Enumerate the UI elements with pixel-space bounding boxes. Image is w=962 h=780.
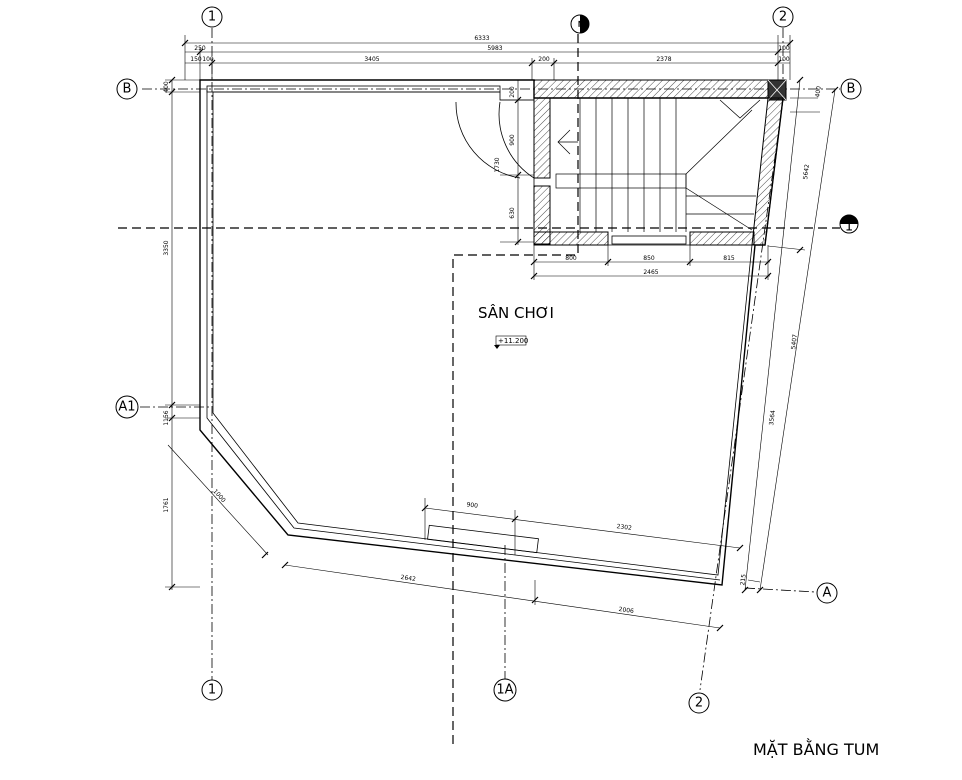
dim-left-1761: 1761 [163,497,170,512]
dim-top-r2: 100 [778,56,790,63]
dim-bottom-900: 900 [466,501,478,509]
section-marker-1: 1 [839,214,859,235]
grid-bubble-1-top: 1 [201,6,223,28]
dim-stair-815: 815 [723,255,735,262]
stair-wall-right [751,97,784,246]
dim-top-150: 150 [190,56,202,63]
dim-door-200: 200 [509,86,516,98]
dimension-ticks [168,39,839,632]
drawing-title: MẶT BẰNG TUM [753,738,879,759]
column-cross-2 [767,79,787,101]
dim-right-215: 215 [739,574,747,586]
room-name: SÂN CHƠI [478,303,554,322]
grid-lines [140,28,840,691]
level-marker: +11.200 [494,335,528,349]
dim-right-5642: 5642 [802,164,811,180]
dim-right-400: 400 [814,86,822,98]
svg-text:1: 1 [208,10,216,25]
dim-door-630: 630 [509,207,516,219]
stair-wall-top [533,79,785,99]
svg-text:2: 2 [779,10,787,25]
svg-text:B: B [123,82,132,97]
dim-left-1156: 1156 [163,410,170,425]
dim-door-900: 900 [509,134,516,146]
parapet-top [206,85,501,93]
dim-top-sub: 5983 [487,45,502,52]
dim-left-3350: 3350 [163,240,170,255]
dim-right-5407: 5407 [790,334,799,350]
dim-left-400: 400 [163,81,170,93]
dim-top-250: 250 [194,45,206,52]
svg-text:2: 2 [575,20,590,28]
stair-wall-bottom-right [689,231,755,246]
dim-bottom-2302: 2302 [616,523,632,532]
building-outline [199,79,784,586]
grid-bubble-2-top: 2 [772,6,794,28]
grid-bubble-b-left: B [116,78,138,100]
svg-text:1A: 1A [496,683,513,698]
svg-text:B: B [847,82,856,97]
dim-top-r1: 100 [778,45,790,52]
dim-stair-2465: 2465 [643,269,658,276]
svg-text:1: 1 [208,683,216,698]
grid-bubble-a: A [816,582,838,604]
dim-bottom-2006: 2006 [618,606,634,615]
section-line-2 [452,34,579,745]
dim-stair-800: 800 [565,255,577,262]
section-marker-2: 2 [570,14,590,34]
svg-text:1: 1 [845,220,853,235]
dim-stair-850: 850 [643,255,655,262]
dim-right-3564: 3564 [768,410,777,426]
section-marker-1-fill [840,215,858,224]
door-swing [498,101,535,179]
stair-wall-left-top [533,97,551,179]
grid-bubble-1-bottom: 1 [201,679,223,701]
grid-bubble-2-bottom: 2 [688,692,710,714]
grid-bubble-1a-bottom: 1A [493,678,517,702]
dim-top-200: 200 [538,56,550,63]
grid-bubble-a1: A1 [115,395,139,419]
grid-line-a [744,587,816,593]
dim-top-3405: 3405 [364,56,379,63]
dim-top-100: 100 [202,56,214,63]
svg-text:A: A [823,586,832,601]
inner-wall-offset [206,88,721,581]
grid-bubble-b-right: B [840,78,862,100]
dim-bottom-2642: 2642 [400,574,416,583]
stair-treads [555,98,761,232]
dim-top-2378: 2378 [656,56,671,63]
section-lines [118,34,840,745]
dimension-lines [165,35,836,629]
level-triangle [494,345,500,349]
section-marker-2-fill [580,15,589,33]
window-bottom [427,524,539,554]
stair-door-opening [611,235,687,245]
stair-wall-bottom-left [533,231,609,246]
dim-door-1730: 1730 [494,157,501,172]
level-value: +11.200 [498,337,528,345]
inner-wall [212,91,753,576]
dim-top-overall: 6333 [474,35,489,42]
staircase [455,79,787,246]
dimension-texts: 6333 5983 250 150 100 3405 200 2378 100 … [163,35,823,615]
svg-text:A1: A1 [118,400,135,415]
svg-text:2: 2 [695,696,703,711]
level-box [495,335,527,346]
